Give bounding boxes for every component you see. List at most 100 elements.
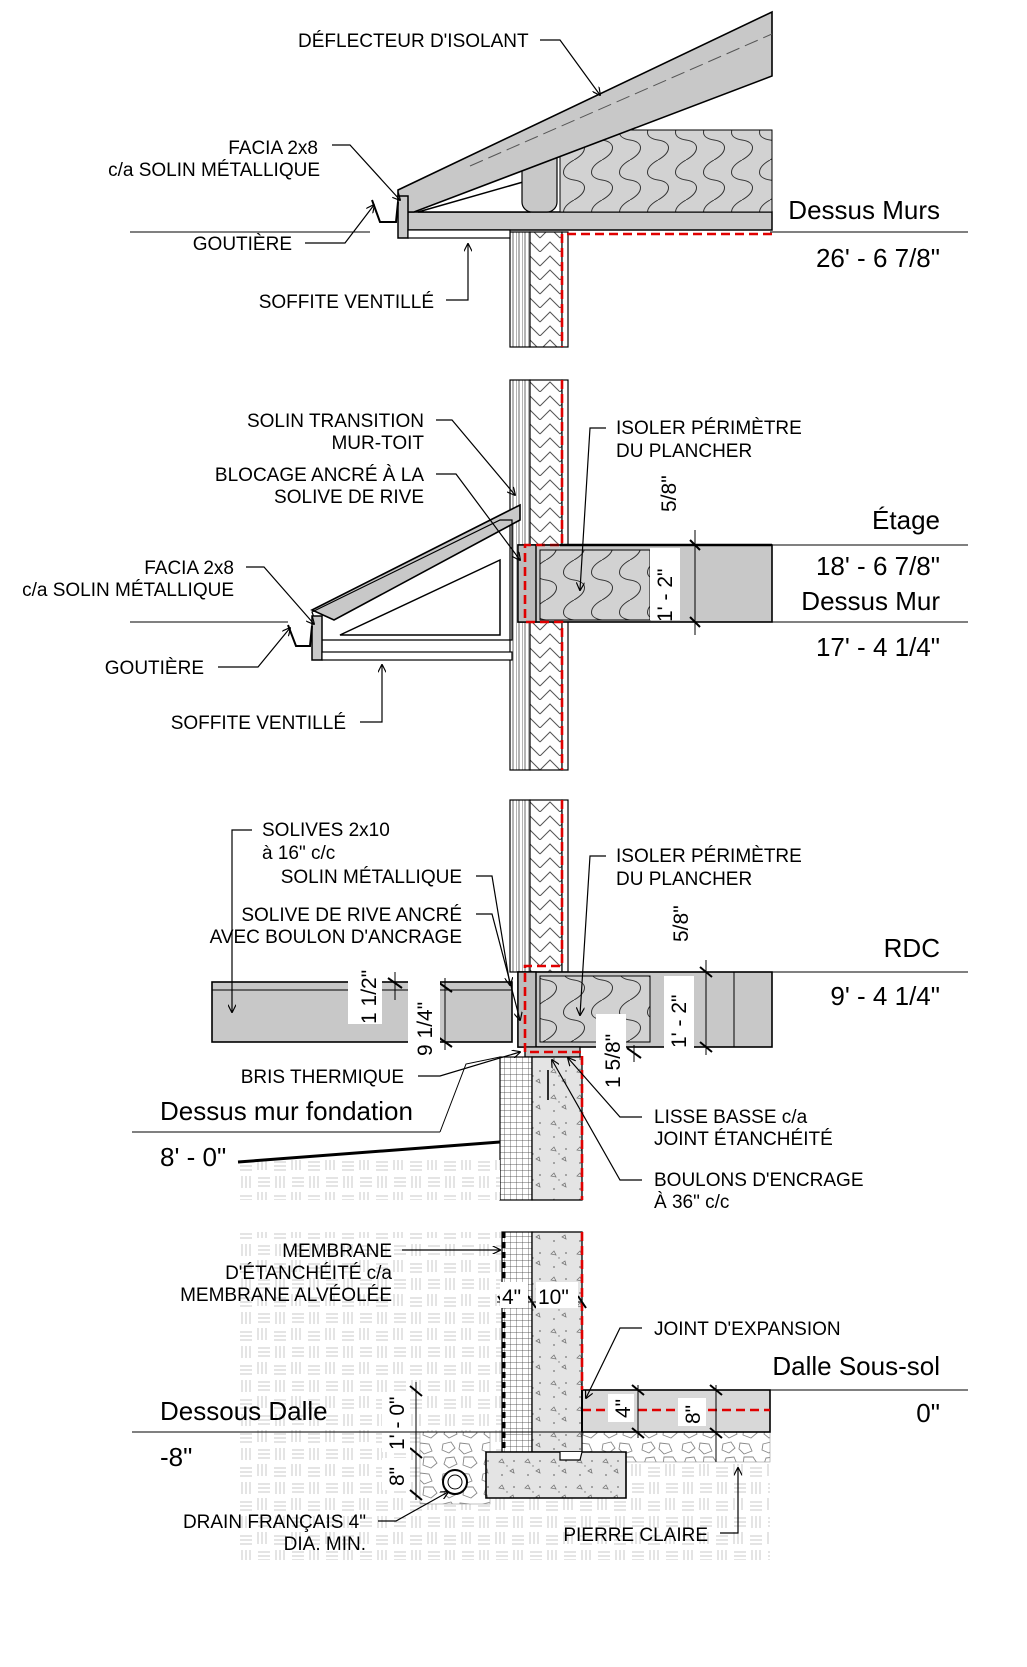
leader-soffit	[446, 244, 468, 301]
dim-label-bg	[650, 548, 680, 620]
dim-rdc-top: 5/8"	[670, 905, 693, 942]
wall-insulation	[529, 231, 563, 348]
leader-deflector	[540, 39, 600, 95]
foundation-wall	[531, 1056, 583, 1201]
dim-tick	[631, 1427, 645, 1439]
exterior-sheathing	[509, 231, 531, 348]
dim-label-bg	[382, 1458, 410, 1490]
facia	[397, 195, 409, 239]
leader-sill	[568, 1058, 642, 1118]
dim-insul: 4"	[502, 1286, 521, 1309]
dim-rdc-sill: 1 5/8"	[602, 1034, 625, 1088]
dim-label-bg	[408, 972, 440, 1056]
level-elev-rdc: 9' - 4 1/4"	[830, 981, 940, 1011]
level-name-rdc: RDC	[884, 933, 940, 963]
leader-drain	[378, 1492, 448, 1522]
label-thermal-break: BRIS THERMIQUE	[241, 1067, 404, 1088]
dim-tick	[409, 1489, 423, 1501]
dim-rdc-joist-depth: 9 1/4"	[414, 1002, 437, 1056]
label-expansion: JOINT D'EXPANSION	[654, 1319, 841, 1340]
level-elev-foundation: 8' - 0"	[160, 1142, 226, 1172]
dim-footing-h: 1' - 0"	[386, 1397, 409, 1450]
dim-tick	[631, 1384, 645, 1396]
soffit	[407, 229, 511, 239]
leader-thermal-break	[418, 1052, 520, 1077]
dim-label-bg	[536, 1282, 578, 1308]
label-stone: PIERRE CLAIRE	[563, 1525, 708, 1546]
leader-transition	[436, 419, 515, 495]
air-barrier	[523, 380, 564, 770]
dim-tick	[699, 1041, 713, 1053]
wall-insulation-upper	[529, 379, 563, 546]
grade-line	[237, 1140, 501, 1164]
rdc-rim-insulation	[539, 975, 651, 1043]
dim-tick	[709, 1427, 723, 1439]
dim-label-bg	[348, 952, 382, 1024]
level-line-foundation-leader	[439, 1056, 501, 1133]
foundation-insulation	[499, 1056, 533, 1201]
label-bolts-2: À 36" c/c	[654, 1192, 729, 1213]
label-facia-1: FACIA 2x8	[228, 138, 318, 159]
rim-joist	[517, 544, 537, 623]
dim-label-bg	[608, 1394, 634, 1422]
leader-expansion	[586, 1327, 642, 1398]
level-elev-dessous-dalle: -8"	[160, 1442, 192, 1472]
basement-section: MEMBRANE D'ÉTANCHÉITÉ c/a MEMBRANE ALVÉO…	[132, 1231, 968, 1560]
leader-soffit2	[360, 665, 382, 723]
level-name-dessous-dalle: Dessous Dalle	[160, 1396, 328, 1426]
label-drain-1: DRAIN FRANÇAIS 4"	[183, 1512, 366, 1533]
label-deflector: DÉFLECTEUR D'ISOLANT	[298, 31, 529, 52]
basement-wall	[531, 1231, 583, 1453]
level-name-etage: Étage	[872, 505, 940, 535]
lower-gutter	[287, 624, 313, 647]
dim-stone: 8"	[682, 1405, 705, 1424]
dim-label-bg	[678, 1398, 706, 1426]
label-rim-1: SOLIVE DE RIVE ANCRÉ	[241, 905, 462, 926]
level-elev-etage: 18' - 6 7/8"	[816, 551, 940, 581]
dim-tick	[437, 1036, 453, 1048]
lower-truss-heel	[339, 558, 501, 636]
level-elev-dessus-murs: 26' - 6 7/8"	[816, 243, 940, 273]
lower-facia	[311, 615, 323, 661]
earth	[240, 1160, 500, 1200]
leader-blocking	[436, 473, 520, 560]
leader-rim	[476, 913, 520, 1020]
top-plate	[399, 211, 773, 231]
label-facia-2: c/a SOLIN MÉTALLIQUE	[108, 160, 320, 181]
dim-tick	[437, 981, 453, 993]
label-sill-2: JOINT ÉTANCHÉITÉ	[654, 1129, 833, 1150]
wall-insulation	[529, 799, 563, 973]
dim-tick	[709, 1384, 723, 1396]
french-drain	[442, 1469, 468, 1495]
leader-bolts	[552, 1060, 642, 1181]
footing-key	[559, 1451, 583, 1461]
dim-tick	[409, 1385, 423, 1397]
leader-joists	[232, 829, 252, 1012]
roof-section: DÉFLECTEUR D'ISOLANT FACIA 2x8 c/a SOLIN…	[108, 10, 968, 348]
exterior-sheathing	[509, 799, 531, 973]
dim-tick	[387, 977, 403, 989]
wall-insulation-lower	[529, 621, 563, 771]
label-joists-2: à 16" c/c	[262, 843, 335, 864]
french-drain-inner	[447, 1474, 463, 1490]
level-elev-dalle: 0"	[916, 1398, 940, 1428]
gutter	[371, 199, 399, 223]
rim-insulation	[539, 549, 651, 621]
dim-label-bg	[596, 1014, 626, 1088]
leader-gutter2	[218, 628, 290, 668]
dim-label-bg	[664, 976, 694, 1048]
basement-insulation	[501, 1231, 533, 1453]
dim-footing-low: 8"	[386, 1467, 409, 1486]
dim-etage-top: 5/8"	[658, 475, 681, 512]
label-facia2-2: c/a SOLIN MÉTALLIQUE	[22, 580, 234, 601]
level-name-dessus-mur: Dessus Mur	[801, 586, 940, 616]
label-blocking-1: BLOCAGE ANCRÉ À LA	[215, 465, 424, 486]
leader-facia	[332, 144, 400, 200]
dim-tick	[577, 1295, 587, 1309]
level-name-dalle: Dalle Sous-sol	[772, 1351, 940, 1381]
label-transition-2: MUR-TOIT	[331, 433, 424, 454]
leader-stone	[720, 1468, 738, 1534]
lower-rafter	[310, 503, 521, 621]
dim-label-bg	[500, 1282, 528, 1308]
label-joists-1: SOLIVES 2x10	[262, 820, 390, 841]
